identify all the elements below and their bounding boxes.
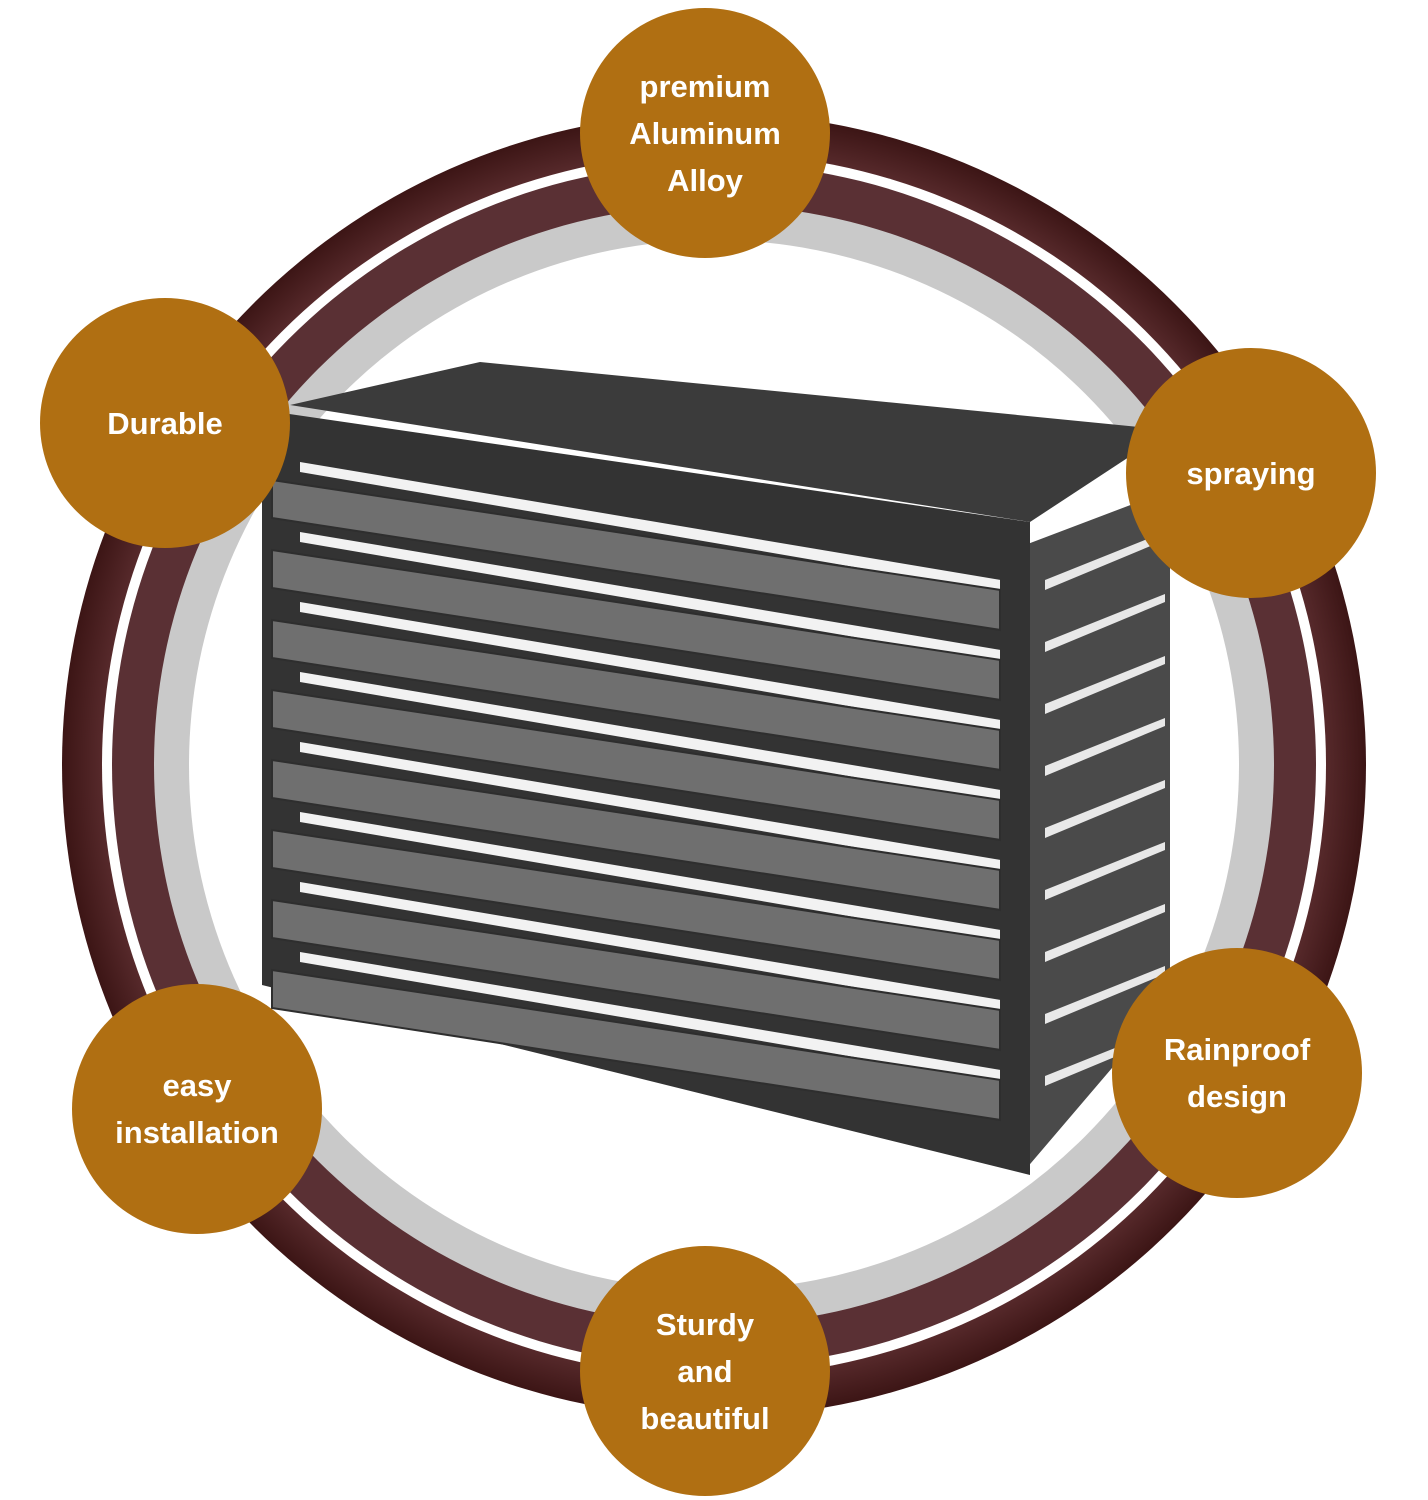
slat-gap <box>300 882 1000 1012</box>
top-panel <box>290 362 1170 522</box>
side-slat <box>1045 780 1165 838</box>
feature-badge-spraying: spraying <box>1126 348 1376 598</box>
feature-badge-durable: Durable <box>40 298 290 548</box>
louver-slat <box>271 758 1001 912</box>
side-slat <box>1045 594 1165 652</box>
slat-gap <box>300 952 1000 1082</box>
slat-gap <box>300 532 1000 662</box>
louver-slat <box>271 548 1001 702</box>
feature-badge-rainproof: Rainproof design <box>1112 948 1362 1198</box>
side-slat <box>1045 966 1165 1024</box>
side-slat <box>1045 904 1165 962</box>
feature-label: premium Aluminum Alloy <box>629 68 781 198</box>
feature-label: Durable <box>107 405 223 441</box>
feature-label: easy installation <box>115 1068 279 1150</box>
feature-badge-easy-installation: easy installation <box>72 984 322 1234</box>
louver-slat <box>271 478 1001 632</box>
louver-slat <box>271 688 1001 842</box>
feature-badge-sturdy: Sturdy and beautiful <box>580 1246 830 1496</box>
feature-badge-premium-aluminum: premium Aluminum Alloy <box>580 8 830 258</box>
louver-slat <box>271 828 1001 982</box>
side-slat <box>1045 656 1165 714</box>
louver-slat <box>271 898 1001 1052</box>
feature-label: Sturdy and beautiful <box>640 1306 770 1436</box>
side-panel <box>1025 490 1170 1170</box>
louver-slats <box>271 462 1001 1122</box>
feature-label: spraying <box>1186 455 1316 491</box>
feature-label: Rainproof design <box>1163 1032 1311 1114</box>
slat-gap <box>300 462 1000 592</box>
side-slat <box>1045 718 1165 776</box>
louver-slat <box>271 968 1001 1122</box>
louver-slat <box>271 618 1001 772</box>
slat-gap <box>300 742 1000 872</box>
side-slat <box>1045 842 1165 900</box>
slat-gap <box>300 602 1000 732</box>
slat-gap <box>300 672 1000 802</box>
slat-gap <box>300 812 1000 942</box>
side-slat <box>1045 532 1165 590</box>
